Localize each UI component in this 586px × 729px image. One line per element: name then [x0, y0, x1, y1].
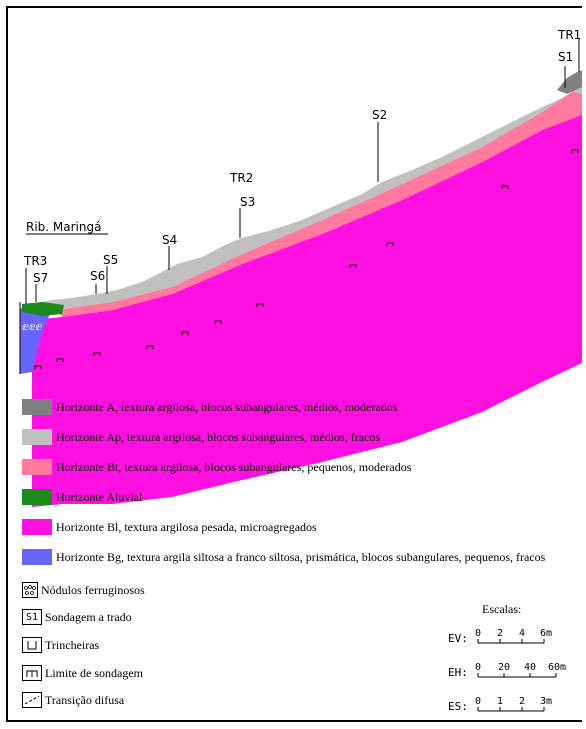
swatch-horizonte-bl [22, 519, 52, 535]
tick: 4 [519, 628, 525, 639]
legend-label: Sondagem a trado [45, 609, 132, 624]
swatch-horizonte-bt [22, 459, 52, 475]
legend-label: Nódulos ferruginosos [41, 582, 145, 597]
scales-panel: Escalas: EV: 0 2 4 6m EH: 0 20 40 [448, 602, 582, 720]
legend-label: Horizonte Bt, textura argilosa, blocos s… [56, 459, 412, 474]
swatch-horizonte-a [22, 399, 52, 415]
legend-item-sondagem: S1 Sondagem a trado [22, 607, 132, 627]
nodules-marks: ⅇⅇⅇ [22, 320, 42, 333]
tick: 6m [540, 628, 552, 639]
tr3-label: TR3 [23, 254, 47, 268]
tr2-label: TR2 [229, 171, 253, 185]
legend-item-trincheiras: Trincheiras [22, 635, 99, 655]
legend-item-nodulos: Nódulos ferruginosos [22, 580, 145, 600]
s3-label: S3 [240, 195, 255, 209]
legend-item-horizonte-a: Horizonte A, textura argilosa, blocos su… [22, 397, 397, 417]
horizon-aluvial-layer [22, 302, 64, 316]
tick: 40 [524, 662, 536, 673]
scale-key: EH: [448, 666, 468, 679]
tick: 2 [497, 628, 503, 639]
legend-label: Trincheiras [45, 637, 100, 652]
s7-label: S7 [33, 271, 48, 285]
legend-label: Horizonte Aluvial [56, 489, 143, 504]
s4-label: S4 [162, 233, 177, 247]
scale-ev: EV: 0 2 4 6m [448, 624, 582, 650]
legend-label: Transição difusa [45, 692, 125, 707]
river-label: Rib. Maringá [26, 220, 101, 234]
soil-profile-cross-section: ⅇⅇⅇ TR [19, 28, 582, 507]
legend-item-limite: Limite de sondagem [22, 663, 143, 683]
legend-item-horizonte-aluvial: Horizonte Aluvial [22, 487, 142, 507]
tick: 20 [498, 662, 510, 673]
survey-limit-icon [22, 665, 42, 681]
legend-item-horizonte-bl: Horizonte Bl, textura argilosa pesada, m… [22, 517, 317, 537]
swatch-horizonte-ap [22, 429, 52, 445]
horizon-a-layer [557, 70, 582, 94]
tick: 1 [497, 696, 503, 707]
scale-es: ES: 0 1 2 3m [448, 692, 582, 718]
tick: 2 [519, 696, 525, 707]
trench-icon [22, 637, 42, 653]
swatch-horizonte-bg [22, 549, 52, 565]
survey-limit-marks [34, 149, 579, 369]
s6-label: S6 [90, 269, 105, 283]
legend-label: Horizonte Bg, textura argila siltosa a f… [56, 549, 546, 564]
diffuse-transition-icon [22, 692, 42, 708]
tick: 3m [540, 696, 552, 707]
s5-label: S5 [103, 253, 118, 267]
legend-item-horizonte-ap: Horizonte Ap, textura argilosa, blocos s… [22, 427, 380, 447]
scale-key: EV: [448, 632, 468, 645]
legend-item-transicao: Transição difusa [22, 690, 124, 710]
legend-label: Horizonte Ap, textura argilosa, blocos s… [56, 429, 381, 444]
legend-label: Limite de sondagem [45, 665, 143, 680]
tick: 0 [475, 628, 481, 639]
horizon-bg-layer [20, 308, 50, 374]
nodules-icon [22, 582, 38, 598]
scale-eh: EH: 0 20 40 60m [448, 658, 582, 684]
tick: 0 [475, 662, 481, 673]
scale-key: ES: [448, 700, 468, 713]
tick: 0 [475, 696, 481, 707]
horizon-bl-layer [32, 114, 582, 507]
figure-frame: ⅇⅇⅇ TR [6, 6, 582, 722]
legend-item-horizonte-bg: Horizonte Bg, textura argila siltosa a f… [22, 547, 545, 567]
scales-title: Escalas: [482, 602, 522, 616]
tick: 60m [548, 662, 566, 673]
tr1-label: TR1 [557, 28, 581, 42]
legend-item-horizonte-bt: Horizonte Bt, textura argilosa, blocos s… [22, 457, 411, 477]
legend-label: Horizonte Bl, textura argilosa pesada, m… [56, 519, 317, 534]
s2-label: S2 [372, 108, 387, 122]
legend-label: Horizonte A, textura argilosa, blocos su… [56, 399, 398, 414]
swatch-horizonte-aluvial [22, 489, 52, 505]
s1-label: S1 [558, 50, 573, 64]
auger-icon: S1 [22, 609, 42, 625]
